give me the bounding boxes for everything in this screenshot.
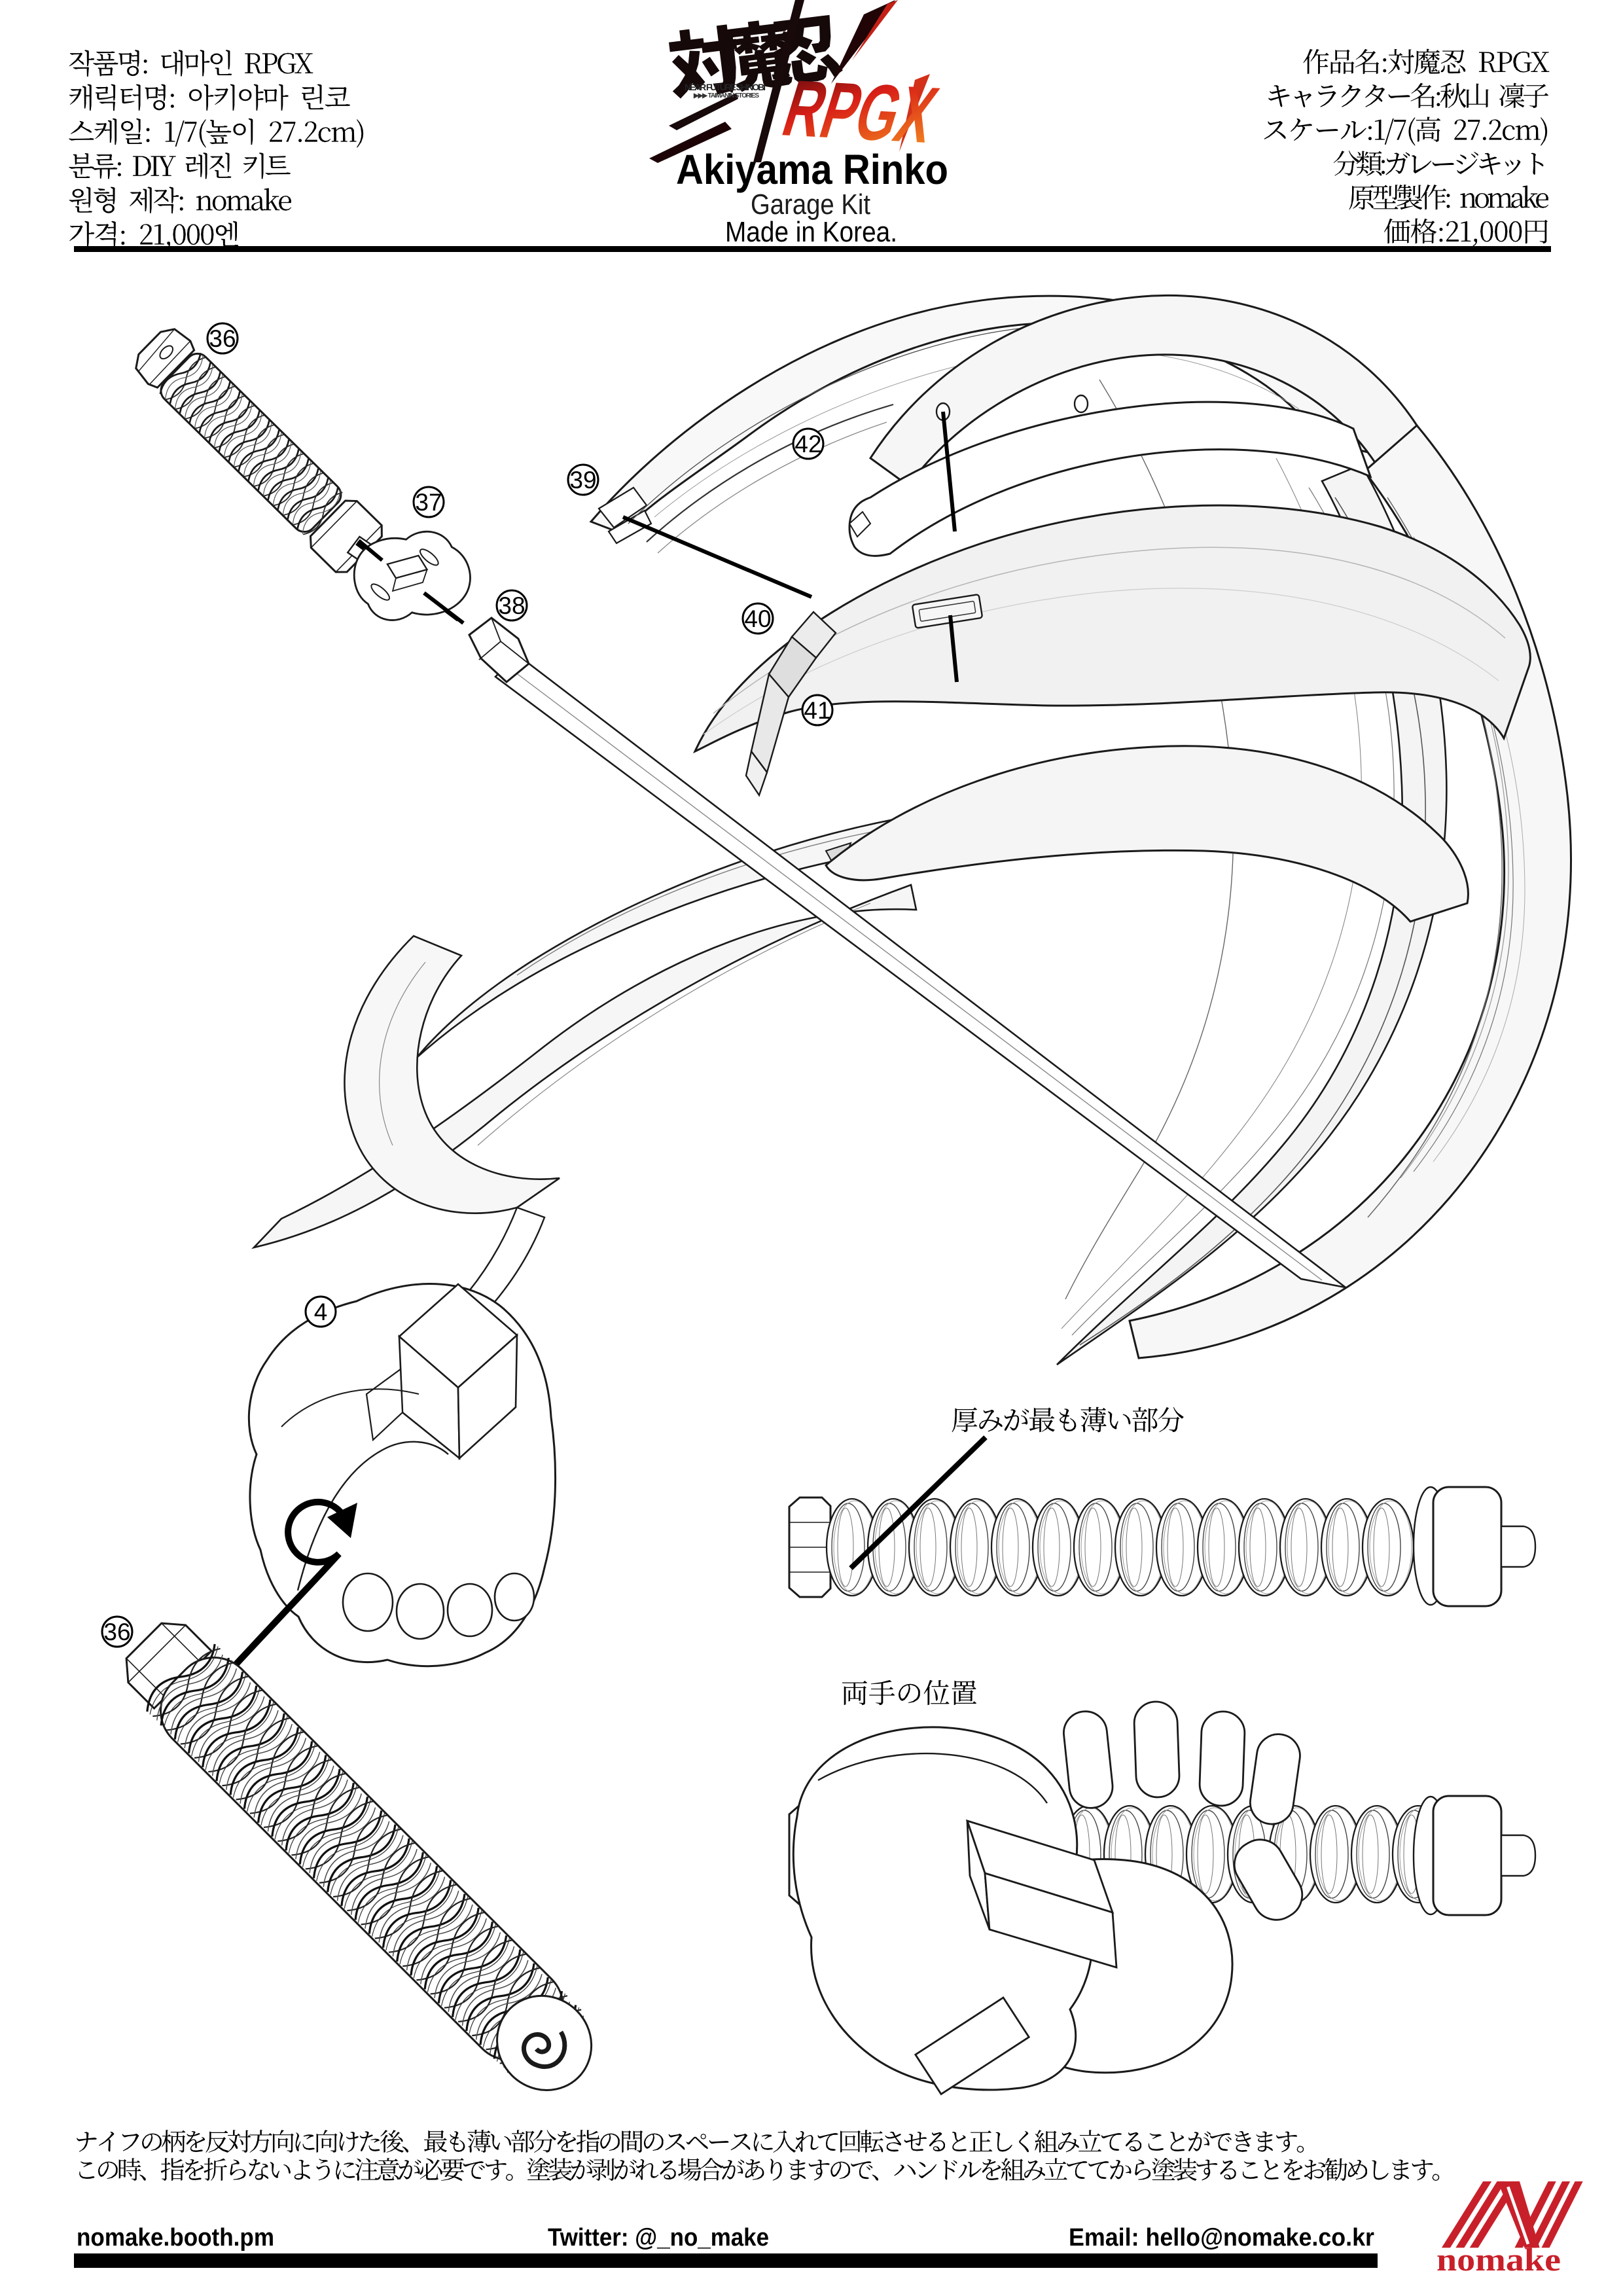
svg-text:36: 36 [209,325,236,352]
svg-text:42: 42 [794,431,821,457]
svg-text:4: 4 [314,1299,328,1325]
svg-text:▶▶▶ TAIMANIN STORIES: ▶▶▶ TAIMANIN STORIES [693,92,759,99]
svg-text:37: 37 [415,489,442,516]
svg-text:NEAR FUTURE SHINOBI: NEAR FUTURE SHINOBI [685,82,766,92]
svg-text:Garage Kit: Garage Kit [751,188,870,221]
svg-text:Akiyama Rinko: Akiyama Rinko [676,146,948,193]
svg-text:40: 40 [744,605,771,632]
svg-text:41: 41 [804,697,830,724]
svg-text:38: 38 [498,592,525,619]
svg-text:RPGX: RPGX [774,64,947,160]
svg-text:Twitter: @_no_make: Twitter: @_no_make [548,2224,769,2251]
svg-text:Made in Korea.: Made in Korea. [725,216,897,248]
svg-text:39: 39 [569,467,596,493]
svg-text:nomake.booth.pm: nomake.booth.pm [77,2224,274,2251]
svg-text:Email: hello@nomake.co.kr: Email: hello@nomake.co.kr [1069,2224,1374,2251]
svg-text:36: 36 [103,1619,130,1645]
svg-text:nomake: nomake [1436,2241,1561,2278]
